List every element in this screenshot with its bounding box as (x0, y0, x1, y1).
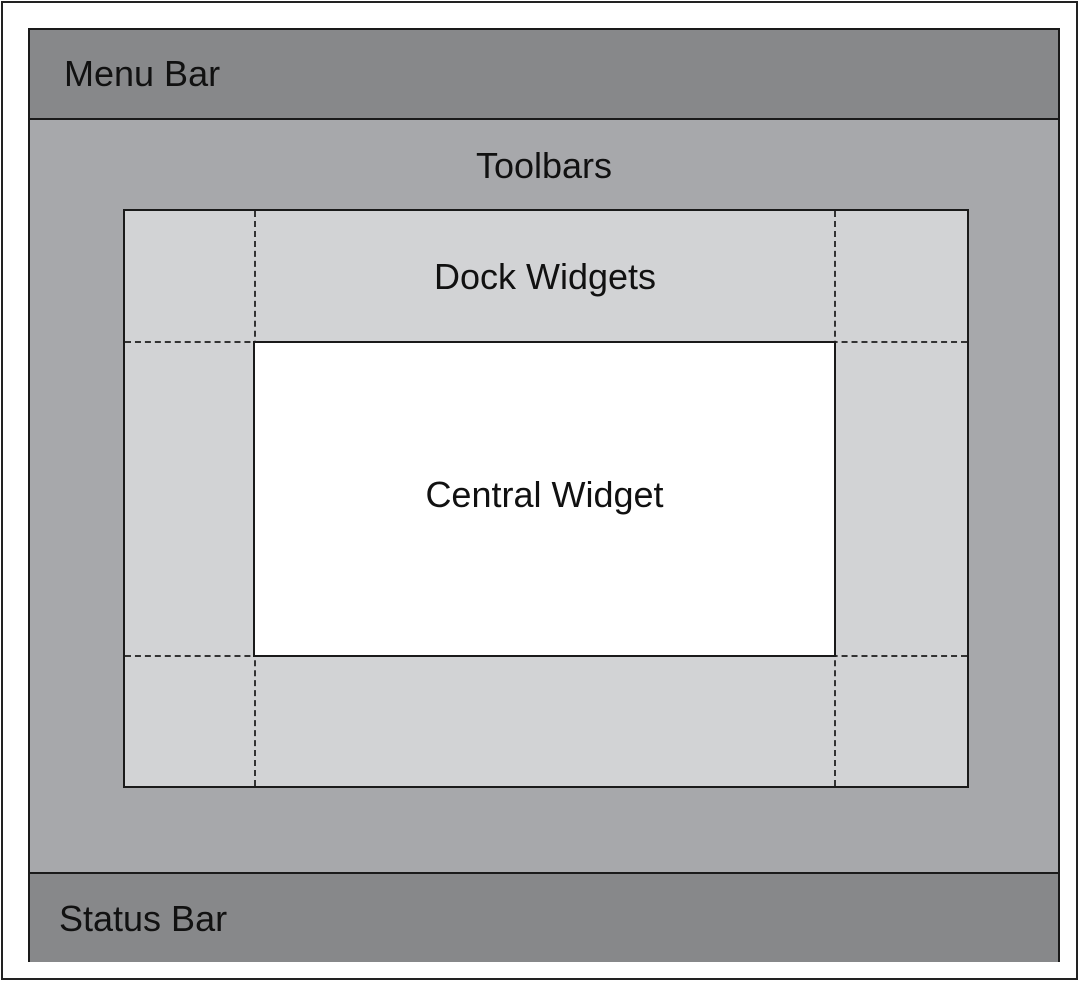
status-bar-label: Status Bar (59, 898, 228, 939)
status-bar-region: Status Bar (30, 872, 1058, 962)
central-widget-region: Central Widget (253, 341, 836, 657)
dock-widgets-label: Dock Widgets (433, 256, 657, 297)
menu-bar-region: Menu Bar (30, 30, 1058, 120)
central-widget-label: Central Widget (425, 474, 664, 515)
menu-bar-label: Menu Bar (64, 53, 221, 94)
toolbars-label: Toolbars (475, 145, 613, 186)
